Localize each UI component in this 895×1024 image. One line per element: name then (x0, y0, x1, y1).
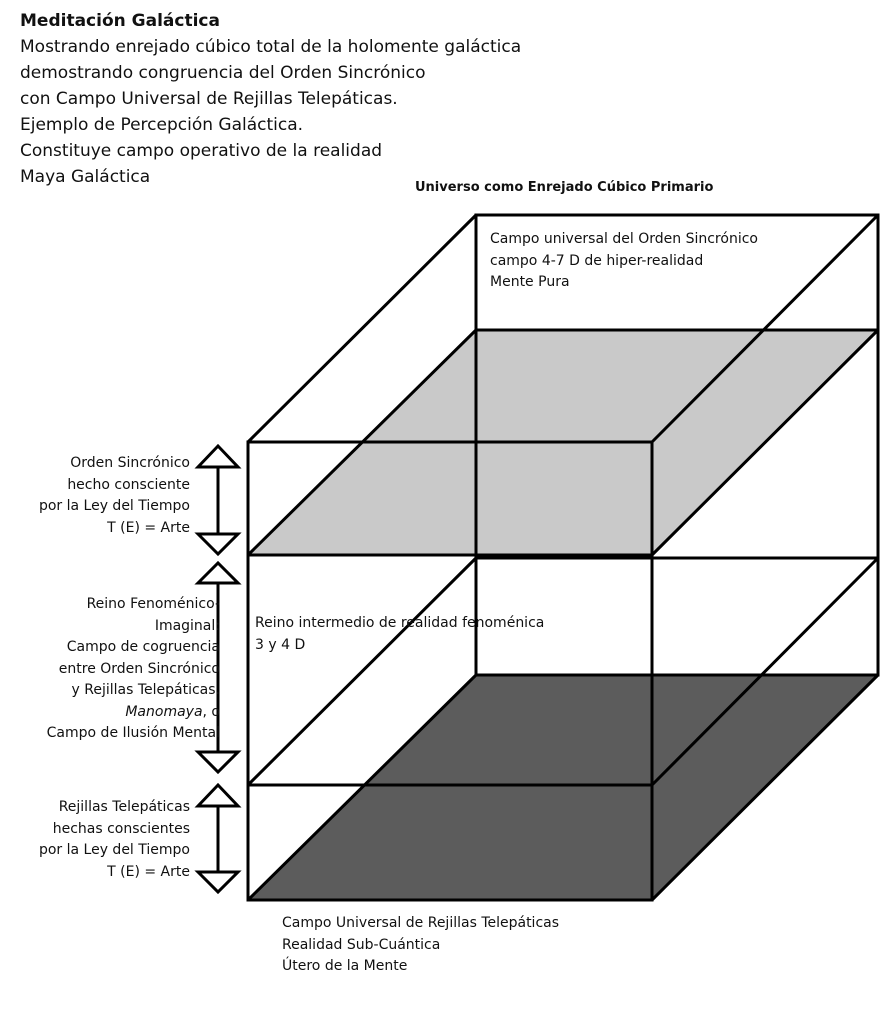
page-title: Meditación Galáctica (20, 11, 220, 31)
header-line-5: Constituye campo operativo de la realida… (20, 141, 383, 161)
header-line-2: demostrando congruencia del Orden Sincró… (20, 63, 426, 83)
middle-diagonal-left (246, 556, 478, 787)
front-face (246, 440, 654, 902)
back-face (474, 213, 880, 677)
edge-bottom-left (246, 673, 478, 902)
middle-diagonal-right (650, 556, 880, 787)
bottom-field-line-3: Útero de la Mente (282, 958, 408, 974)
header: Meditación Galáctica Mostrando enrejado … (20, 8, 521, 190)
edge-bottom-right (650, 673, 880, 902)
upper-left-line-4: T (E) = Arte (107, 519, 190, 536)
middle-left-line-3: Campo de cogruencia (66, 639, 220, 655)
lower-left-label: Rejillas Telepáticas hechas conscientes … (39, 797, 190, 883)
top-field-label: Campo universal del Orden Sincrónico cam… (490, 229, 758, 294)
header-line-4: Ejemplo de Percepción Galáctica. (20, 115, 304, 135)
lower-shaded-plane (248, 675, 878, 900)
upper-left-line-2: hecho consciente (67, 476, 190, 493)
upper-left-line-3: por la Ley del Tiempo (38, 498, 190, 514)
middle-left-line-5: y Rejillas Telepáticas. (71, 682, 220, 698)
upper-left-line-1: Orden Sincrónico (70, 455, 190, 471)
header-line-6: Maya Galáctica (20, 167, 151, 187)
top-field-line-3: Mente Pura (490, 274, 570, 290)
top-field-line-1: Campo universal del Orden Sincrónico (490, 231, 758, 247)
middle-left-line-2: Imaginal: (154, 617, 220, 634)
middle-left-line-1: Reino Fenoménico- (86, 596, 220, 612)
top-field-line-2: campo 4-7 D de hiper-realidad (490, 252, 704, 269)
header-line-3: con Campo Universal de Rejillas Telepáti… (20, 89, 398, 109)
upper-plane-left (246, 328, 478, 557)
middle-field-line-1: Reino intermedio de realidad fenoménica (255, 615, 545, 631)
middle-field-line-2: 3 y 4 D (255, 636, 306, 653)
double-arrow-icon (194, 782, 242, 895)
left-arrows (194, 443, 242, 895)
lower-left-line-1: Rejillas Telepáticas (58, 799, 190, 815)
upper-left-label: Orden Sincrónico hecho consciente por la… (39, 453, 190, 539)
middle-left-label: Reino Fenoménico- Imaginal: Campo de cog… (47, 594, 220, 745)
manomaya-suffix: , o (202, 703, 220, 720)
middle-field-label: Reino intermedio de realidad fenoménica … (255, 613, 544, 656)
upper-plane-right (650, 328, 880, 557)
bottom-field-line-2: Realidad Sub-Cuántica (282, 936, 441, 953)
lower-left-line-2: hechas conscientes (52, 820, 190, 837)
bottom-field-line-1: Campo Universal de Rejillas Telepáticas (282, 915, 560, 931)
header-line-1: Mostrando enrejado cúbico total de la ho… (20, 37, 522, 57)
double-arrow-icon (194, 560, 242, 775)
bottom-field-label: Campo Universal de Rejillas Telepáticas … (282, 913, 559, 978)
middle-left-line-4: entre Orden Sincrónico (58, 660, 220, 677)
diagram-title: Universo como Enrejado Cúbico Primario (415, 180, 714, 195)
lower-left-line-3: por la Ley del Tiempo (38, 842, 190, 858)
middle-left-line-7: Campo de Ilusión Mental (46, 725, 220, 741)
double-arrow-icon (194, 443, 242, 557)
edge-top-left (246, 213, 478, 444)
manomaya-term: Manomaya (125, 703, 203, 720)
lower-left-line-4: T (E) = Arte (107, 863, 190, 880)
cube-edges (246, 213, 880, 902)
middle-left-line-6: Manomaya, o (47, 702, 220, 724)
